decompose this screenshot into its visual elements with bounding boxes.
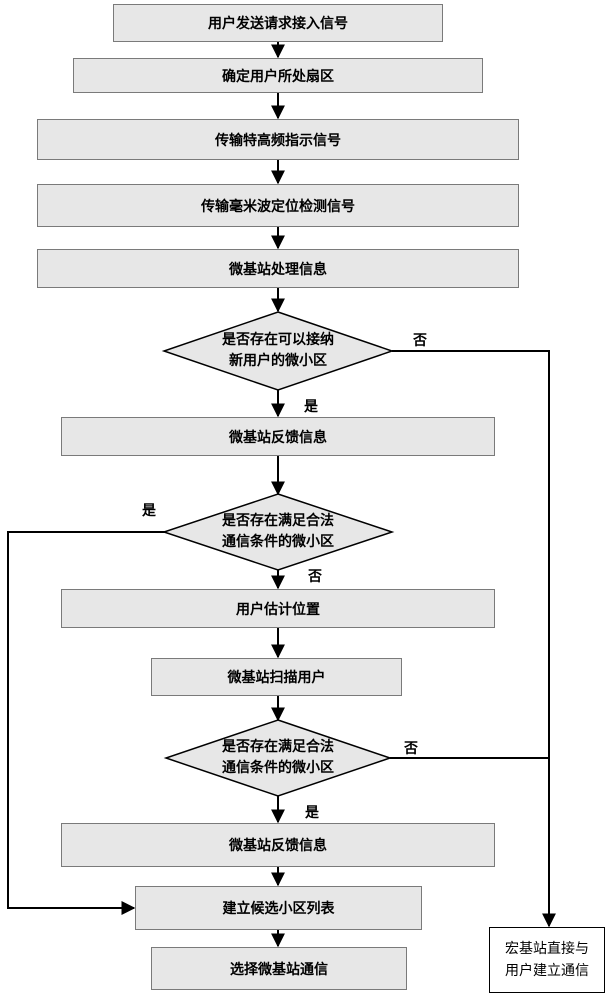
step-microbase-scan-user: 微基站扫描用户 bbox=[151, 658, 402, 696]
decision-d2-text: 是否存在满足合法通信条件的微小区 bbox=[222, 513, 334, 550]
step-transmit-mmwave-signal: 传输毫米波定位检测信号 bbox=[37, 184, 519, 227]
step-build-candidate-list: 建立候选小区列表 bbox=[135, 886, 422, 930]
label-d3-yes: 是 bbox=[305, 805, 319, 821]
label-d1-no: 否 bbox=[413, 333, 427, 349]
decision-d1-text: 是否存在可以接纳新用户的微小区 bbox=[222, 332, 334, 369]
decision-d1-shape bbox=[161, 311, 395, 391]
step-user-estimate-position: 用户估计位置 bbox=[61, 589, 495, 628]
label-d2-yes: 是 bbox=[142, 503, 156, 519]
step-select-microbase: 选择微基站通信 bbox=[151, 947, 407, 990]
step-transmit-uhf-signal: 传输特高频指示信号 bbox=[37, 119, 519, 160]
decision-d2-shape bbox=[161, 493, 395, 571]
label-d3-no: 否 bbox=[404, 741, 418, 757]
label-d1-yes: 是 bbox=[304, 399, 318, 415]
step-microbase-feedback-1: 微基站反馈信息 bbox=[61, 417, 495, 456]
terminal-macro-base-direct-communication: 宏基站直接与用户建立通信 bbox=[489, 927, 605, 993]
label-d2-no: 否 bbox=[308, 569, 322, 585]
arrow-d1-no bbox=[392, 350, 556, 928]
step-send-access-request: 用户发送请求接入信号 bbox=[113, 4, 443, 42]
step-microbase-feedback-2: 微基站反馈信息 bbox=[61, 823, 495, 867]
step-determine-sector: 确定用户所处扇区 bbox=[73, 58, 483, 93]
arrow-d2-yes bbox=[7, 531, 166, 915]
decision-d3-text: 是否存在满足合法通信条件的微小区 bbox=[222, 739, 334, 776]
step-microbase-process: 微基站处理信息 bbox=[37, 249, 519, 288]
decision-d3-shape bbox=[163, 719, 393, 797]
